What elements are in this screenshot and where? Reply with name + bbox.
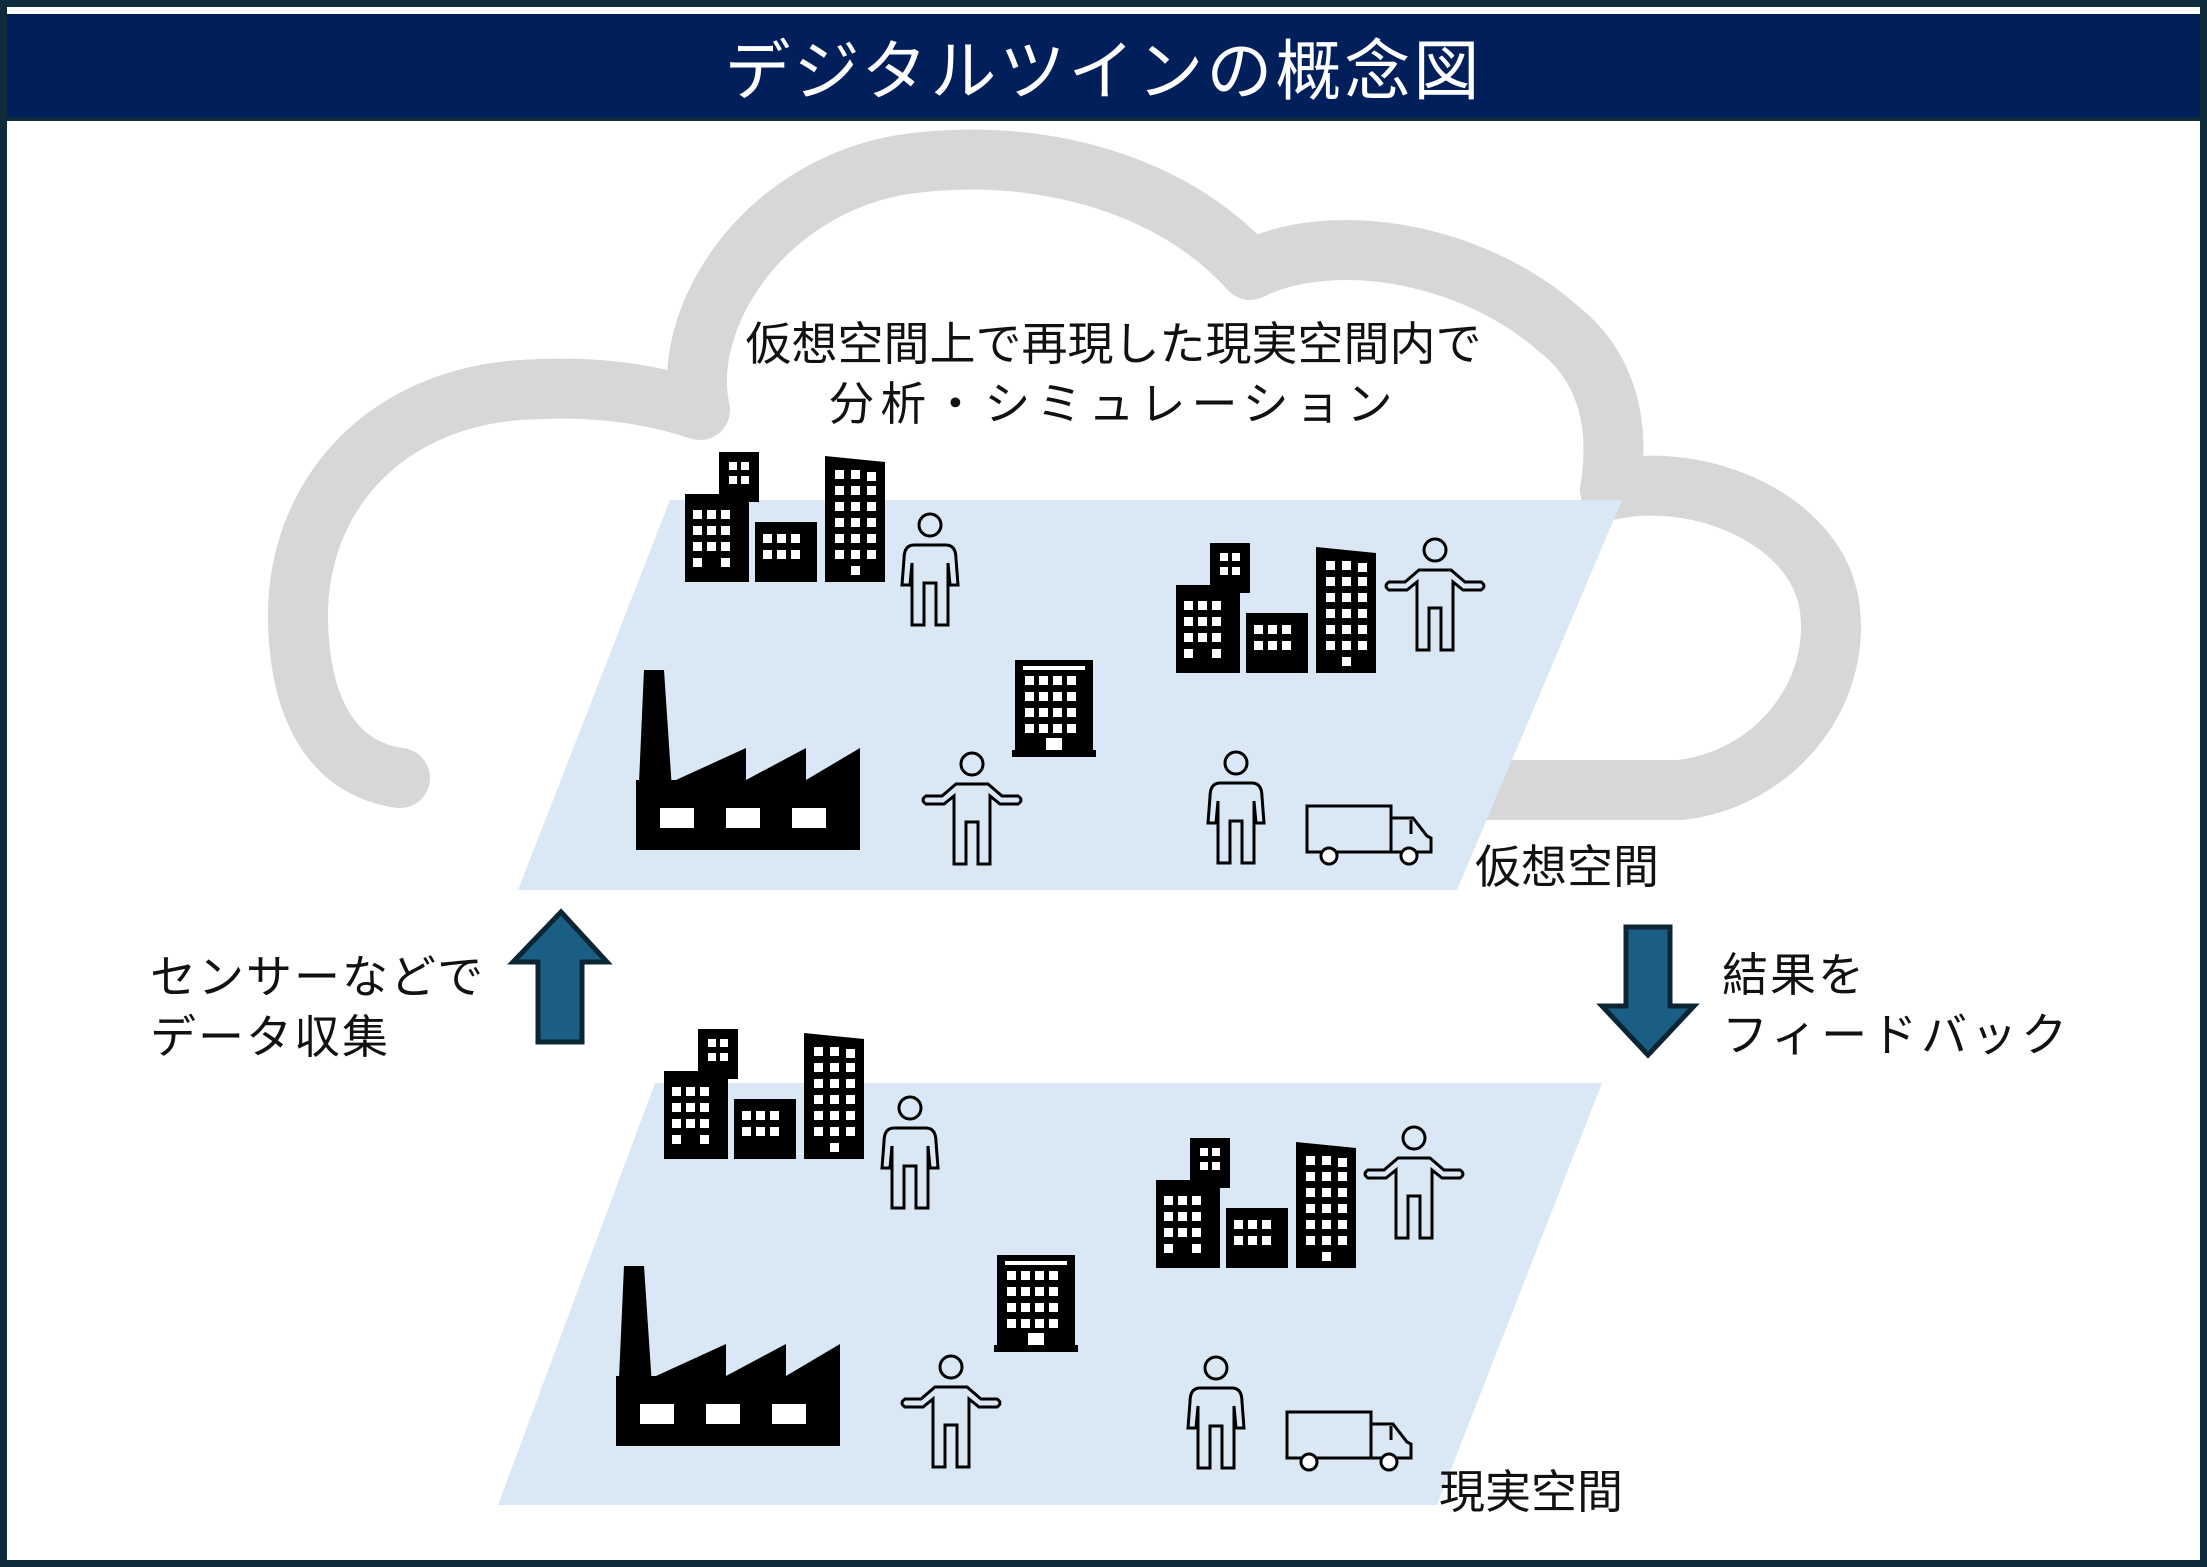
virtual-space-label: 仮想空間 — [1475, 840, 1659, 894]
title-bar: デジタルツインの概念図 — [7, 14, 2200, 121]
sensor-label-line2: データ収集 — [150, 1010, 390, 1064]
feedback-label-line1: 結果を — [1722, 948, 1866, 1002]
tower-building-icon — [994, 1255, 1078, 1352]
real-space-label: 現実空間 — [1439, 1465, 1623, 1519]
cloud-caption-line1: 仮想空間上で再現した現実空間内で — [745, 317, 1482, 371]
up-arrow-icon — [507, 908, 613, 1045]
feedback-label-line2: フィードバック — [1722, 1008, 2072, 1062]
down-arrow-icon — [1596, 924, 1700, 1059]
tower-building-icon — [1012, 660, 1096, 757]
page-title: デジタルツインの概念図 — [724, 32, 1483, 110]
cloud-shape — [267, 129, 1861, 820]
sensor-label-line1: センサーなどで — [150, 950, 486, 1004]
cloud-caption-line2: 分析・シミュレーション — [828, 377, 1399, 431]
